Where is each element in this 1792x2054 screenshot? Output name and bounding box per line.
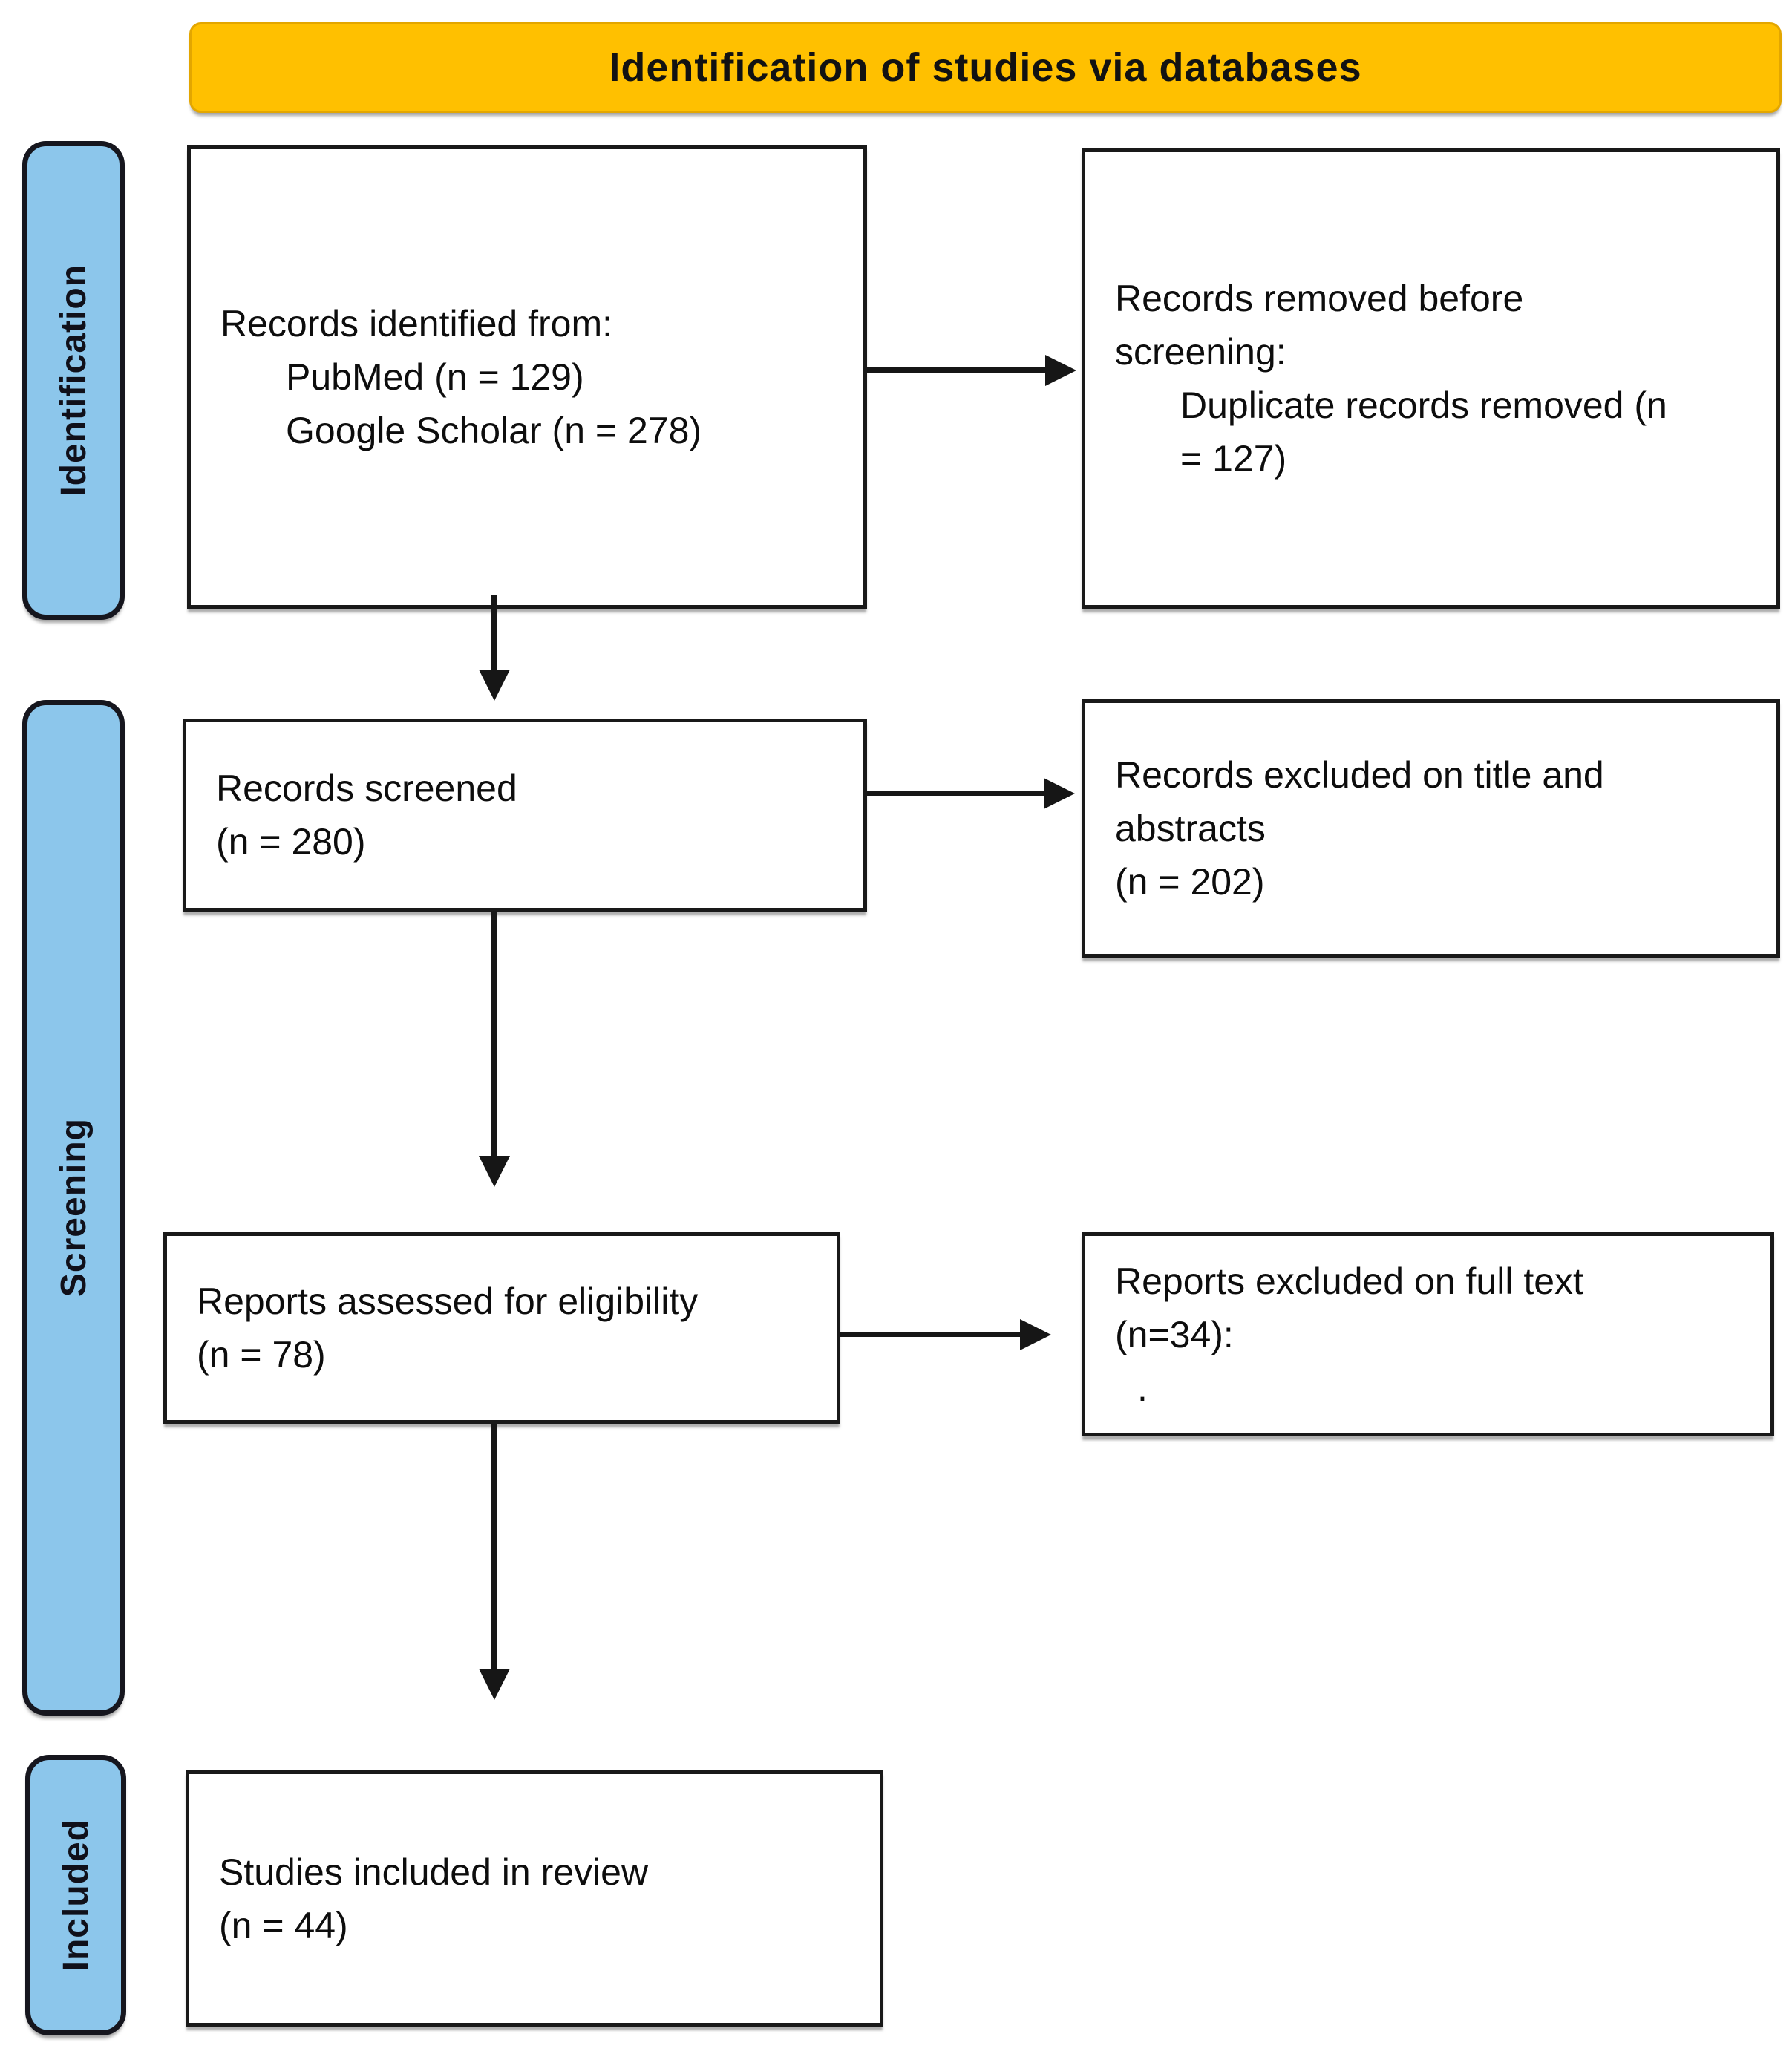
box-text-line: Google Scholar (n = 278) [286, 410, 702, 451]
arrow-identified-to-removed-icon [867, 355, 1076, 386]
arrow-assessed-to-excluded-icon [840, 1319, 1051, 1350]
box-text-line: Duplicate records removed (n [1180, 385, 1667, 426]
box-text-line: Reports assessed for eligibility [197, 1281, 699, 1322]
arrow-assessed-to-included-icon [479, 1424, 510, 1700]
box-records-identified: Records identified from: PubMed (n = 129)… [187, 145, 867, 609]
box-text-line: = 127) [1180, 438, 1287, 480]
box-text-line: PubMed (n = 129) [286, 356, 584, 398]
box-text-line: Records screened [216, 768, 517, 809]
box-text-line: (n = 44) [219, 1904, 348, 1946]
box-text-line: Reports excluded on full text [1115, 1260, 1583, 1302]
box-text-line: (n = 280) [216, 821, 366, 863]
box-text-line: Studies included in review [219, 1851, 649, 1893]
stage-bar-included: Included [25, 1755, 126, 2035]
box-text-line: Records removed before [1115, 278, 1524, 319]
arrow-identified-to-screened-icon [479, 595, 510, 701]
box-text-line: (n = 78) [197, 1334, 326, 1376]
box-text-line: Records excluded on title and [1115, 754, 1604, 796]
box-text-line: screening: [1115, 331, 1286, 373]
stage-bar-identification: Identification [22, 141, 125, 620]
box-text-line: abstracts [1115, 808, 1266, 849]
box-records-screened: Records screened (n = 280) [183, 719, 867, 912]
box-text-line: Records identified from: [220, 303, 613, 344]
box-records-removed-before-screening: Records removed before screening: Duplicat… [1082, 148, 1780, 609]
box-text-line: (n=34): [1115, 1313, 1234, 1355]
box-text-line: . [1137, 1367, 1148, 1409]
stage-bar-screening: Screening [22, 700, 125, 1716]
stage-label-identification: Identification [53, 264, 94, 497]
box-studies-included-review: Studies included in review (n = 44) [186, 1770, 883, 2027]
box-records-excluded-title-abstracts: Records excluded on title and abstracts (n… [1082, 699, 1780, 958]
arrow-screened-to-assessed-icon [479, 911, 510, 1187]
box-reports-excluded-full-text: Reports excluded on full text (n=34):. [1082, 1232, 1774, 1436]
box-reports-assessed-eligibility: Reports assessed for eligibility (n = 78) [163, 1232, 840, 1424]
banner-identification-via-databases: Identification of studies via databases [189, 22, 1782, 113]
box-text-line: (n = 202) [1115, 861, 1265, 903]
arrow-screened-to-excluded-icon [867, 778, 1075, 809]
stage-label-included: Included [56, 1819, 96, 1972]
stage-label-screening: Screening [53, 1118, 94, 1298]
